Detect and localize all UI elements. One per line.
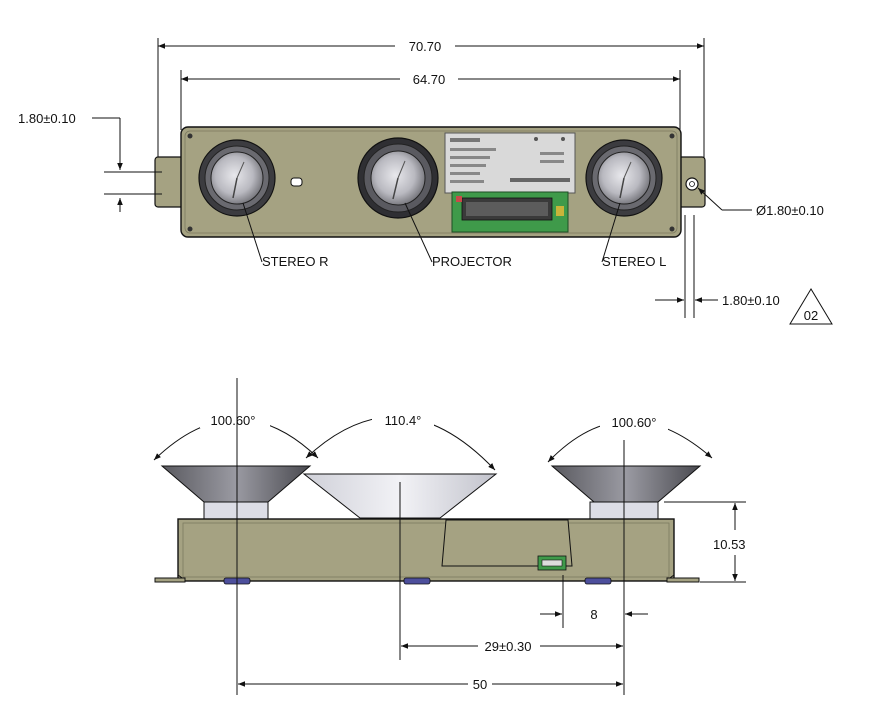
- revision-triangle: [789, 288, 833, 325]
- screw: [187, 133, 193, 139]
- pcb-housing: [441, 519, 573, 567]
- dim-edge-offset: 1.80±0.10: [722, 293, 780, 308]
- foot-pad: [584, 577, 612, 585]
- mount-hole: [685, 177, 699, 191]
- label-projector: PROJECTOR: [432, 254, 512, 269]
- label-stereo-l: STEREO L: [602, 254, 666, 269]
- screw: [187, 226, 193, 232]
- label-plate: [444, 132, 576, 194]
- screw: [669, 226, 675, 232]
- foot-pad: [403, 577, 431, 585]
- pcb-connector: [451, 191, 569, 233]
- fov-left-angle: 100.60°: [211, 413, 256, 428]
- base-flange-right: [666, 577, 700, 583]
- projector-lens: [357, 137, 439, 219]
- fov-center-angle: 110.4°: [385, 413, 422, 428]
- dim-connector-offset: 8: [590, 607, 597, 622]
- fov-cone-left: [160, 465, 312, 503]
- side-view: 100.60° 110.4° 100.60°: [153, 378, 746, 695]
- base-flange-left: [154, 577, 186, 583]
- dim-height: 10.53: [713, 537, 746, 552]
- fov-right-angle: 100.60°: [612, 415, 657, 430]
- dim-projector-to-stereo: 29±0.30: [485, 639, 532, 654]
- label-stereo-r: STEREO R: [262, 254, 328, 269]
- indicator-slot: [290, 177, 303, 187]
- revision-tag: 02: [804, 308, 818, 323]
- camera-body-side: [177, 518, 675, 582]
- dim-tab-thickness: 1.80±0.10: [18, 111, 76, 126]
- screw: [669, 133, 675, 139]
- dim-hole-diameter: Ø1.80±0.10: [756, 203, 824, 218]
- top-view: 70.70 64.70: [18, 38, 833, 325]
- stereo-l-lens: [585, 139, 663, 217]
- fov-cone-right: [550, 465, 702, 503]
- stereo-r-lens: [198, 139, 276, 217]
- lens-barrel-left: [203, 501, 269, 521]
- dim-stereo-baseline: 50: [473, 677, 487, 692]
- dim-overall-width: 70.70: [409, 39, 442, 54]
- dim-mount-width: 64.70: [413, 72, 446, 87]
